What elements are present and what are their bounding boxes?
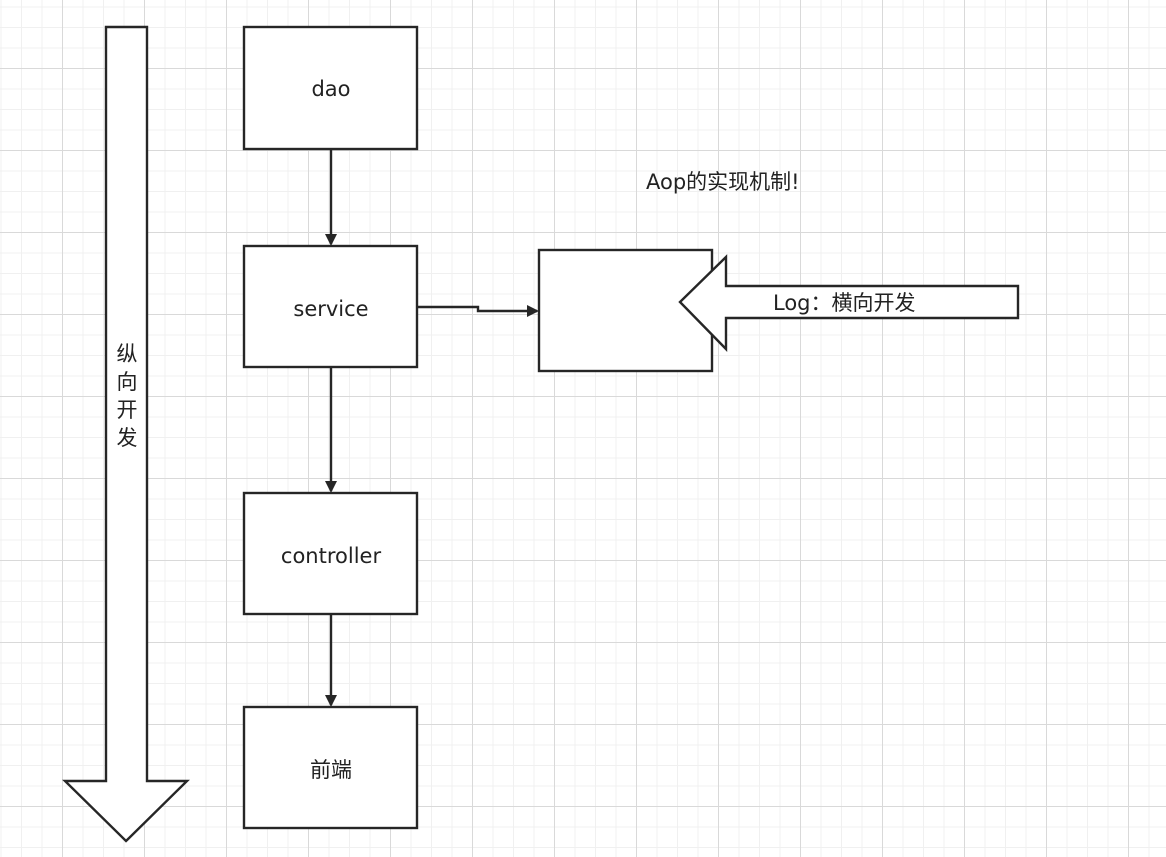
node-controller-label: controller [281,544,382,568]
vertical-arrow-char-2: 向 [117,370,138,394]
horizontal-arrow-label: Log：横向开发 [773,291,916,315]
annotation-title: Aop的实现机制! [646,170,800,194]
node-dao[interactable]: dao [242,25,419,151]
vertical-arrow-char-3: 开 [117,398,138,422]
vertical-arrow-char-4: 发 [117,426,138,450]
node-frontend[interactable]: 前端 [242,705,419,830]
node-service[interactable]: service [242,244,419,369]
node-dao-label: dao [311,77,350,101]
vertical-arrow-char-1: 纵 [117,342,138,366]
node-controller[interactable]: controller [242,491,419,616]
edge-service-to-aspect [418,305,539,317]
node-frontend-label: 前端 [310,758,352,782]
node-aspect[interactable] [537,248,714,373]
horizontal-log-arrow [678,254,1020,352]
node-service-label: service [293,297,368,321]
vertical-development-arrow [62,25,190,843]
